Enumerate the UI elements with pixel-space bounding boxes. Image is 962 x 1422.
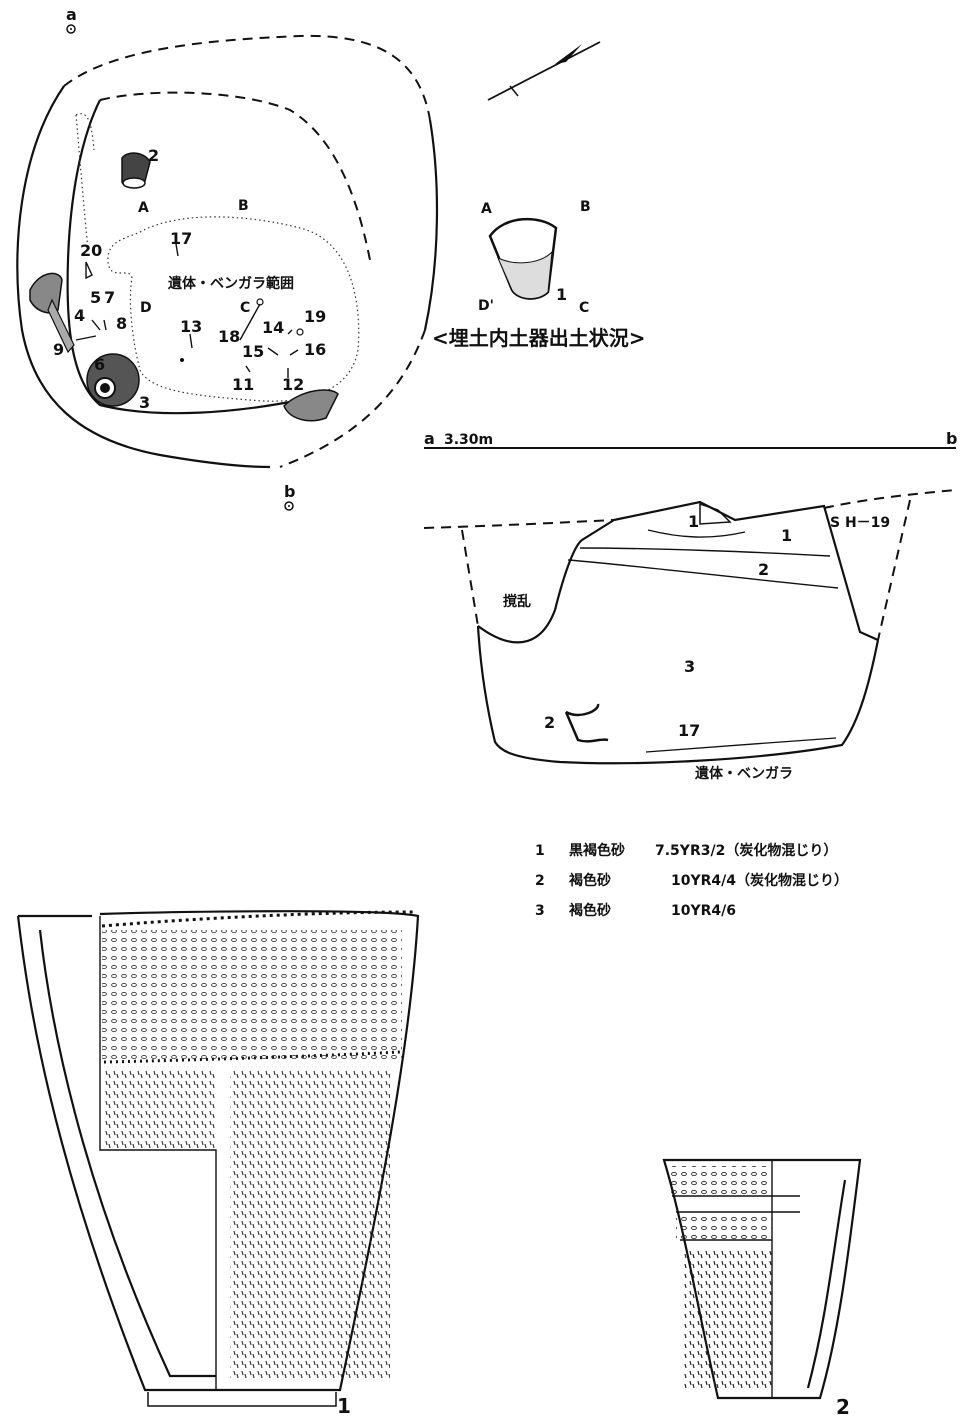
pottery-1-number: 1 — [337, 1394, 351, 1418]
plan-section-marks: A B C D — [138, 198, 250, 316]
soil-layer-legend: 1 黒褐色砂 7.5YR3/2（炭化物混じり） 2 褐色砂 10YR4/4（炭化… — [535, 836, 848, 926]
plan-num-7: 7 — [104, 288, 115, 307]
plan-artifact-2 — [121, 152, 151, 189]
inset-item-number: 1 — [556, 285, 567, 304]
plan-num-20: 20 — [80, 241, 102, 260]
plan-artifact-3 — [86, 353, 140, 407]
section-profile — [423, 489, 957, 765]
legend-row-3: 3 褐色砂 10YR4/6 — [535, 896, 848, 926]
pottery-2-number: 2 — [836, 1395, 850, 1419]
section-point-b: b — [946, 429, 957, 448]
pit-inner-outline — [66, 91, 371, 415]
plan-num-13: 13 — [180, 317, 202, 336]
remains-range-stripe — [75, 113, 95, 251]
legend-row-3-soil: 褐色砂 — [569, 903, 611, 919]
plan-mark-b: B — [238, 198, 249, 214]
section-bottom-label: 遺体・ベンガラ — [695, 765, 793, 782]
plan-num-17: 17 — [170, 229, 192, 248]
section-feature-label: S H－19 — [830, 515, 890, 531]
section-disturbed-label: 撹乱 — [503, 593, 531, 610]
inset-pot-icon — [488, 217, 558, 300]
legend-row-3-number: 3 — [535, 903, 545, 919]
plan-num-2: 2 — [148, 146, 159, 165]
plan-num-5: 5 — [90, 288, 101, 307]
plan-point-b: b — [284, 482, 295, 511]
legend-row-1-munsell: 7.5YR3/2（炭化物混じり） — [655, 843, 838, 859]
plan-point-a-label: a — [66, 5, 77, 24]
inset-mark-c: C — [579, 300, 589, 316]
plan-point-b-label: b — [284, 482, 295, 501]
plan-num-12: 12 — [282, 375, 304, 394]
plan-num-11: 11 — [232, 375, 254, 394]
plan-num-15: 15 — [242, 342, 264, 361]
plan-mark-d: D — [140, 300, 152, 316]
pottery-2-drawing — [662, 1158, 862, 1400]
plan-small-finds — [75, 243, 304, 378]
north-arrow-icon — [487, 41, 601, 101]
pottery-1-drawing — [16, 910, 420, 1407]
plan-mark-a: A — [138, 200, 149, 216]
remains-area-label: 遺体・ベンガラ範囲 — [168, 275, 294, 292]
plan-num-16: 16 — [304, 340, 326, 359]
plan-num-6: 6 — [94, 355, 105, 374]
plan-point-a: a — [66, 5, 77, 34]
section-find-17: 17 — [678, 721, 700, 740]
plan-num-9: 9 — [53, 340, 64, 359]
remains-range-outline — [107, 216, 360, 402]
inset-section-marks: A B C D' — [478, 199, 591, 316]
legend-row-2-soil: 褐色砂 — [569, 873, 611, 889]
legend-row-1-soil: 黒褐色砂 — [569, 843, 625, 859]
legend-row-3-munsell: 10YR4/6 — [671, 903, 736, 919]
plan-num-8: 8 — [116, 314, 127, 333]
section-datum: a 3.30m b — [424, 429, 957, 449]
section-point-a: a — [424, 429, 435, 448]
legend-row-2: 2 褐色砂 10YR4/4（炭化物混じり） — [535, 866, 848, 896]
plan-stone-right — [283, 389, 339, 422]
section-layer-1: 1 — [781, 526, 792, 545]
plan-num-19: 19 — [304, 307, 326, 326]
legend-row-2-number: 2 — [535, 873, 545, 889]
plan-stone-left — [29, 272, 75, 354]
plan-num-4: 4 — [74, 306, 85, 325]
section-find-1: 1 — [688, 512, 699, 531]
inset-mark-a: A — [481, 201, 492, 217]
plan-num-18: 18 — [218, 327, 240, 346]
plan-num-3: 3 — [139, 393, 150, 412]
section-layer-3: 3 — [684, 657, 695, 676]
plan-num-14: 14 — [262, 318, 284, 337]
inset-caption: <埋土内土器出土状況> — [432, 326, 646, 350]
plan-mark-c: C — [240, 300, 250, 316]
section-find-2: 2 — [544, 713, 555, 732]
legend-row-1-number: 1 — [535, 843, 545, 859]
legend-row-1: 1 黒褐色砂 7.5YR3/2（炭化物混じり） — [535, 836, 848, 866]
inset-mark-d: D' — [478, 298, 494, 314]
inset-mark-b: B — [580, 199, 591, 215]
plan-artifact-labels: 2 3 4 5 6 7 8 9 11 12 13 14 15 16 17 18 … — [53, 146, 326, 412]
pit-outline — [16, 34, 439, 469]
legend-row-2-munsell: 10YR4/4（炭化物混じり） — [671, 873, 848, 889]
section-elevation: 3.30m — [444, 432, 493, 448]
section-layer-2: 2 — [758, 560, 769, 579]
